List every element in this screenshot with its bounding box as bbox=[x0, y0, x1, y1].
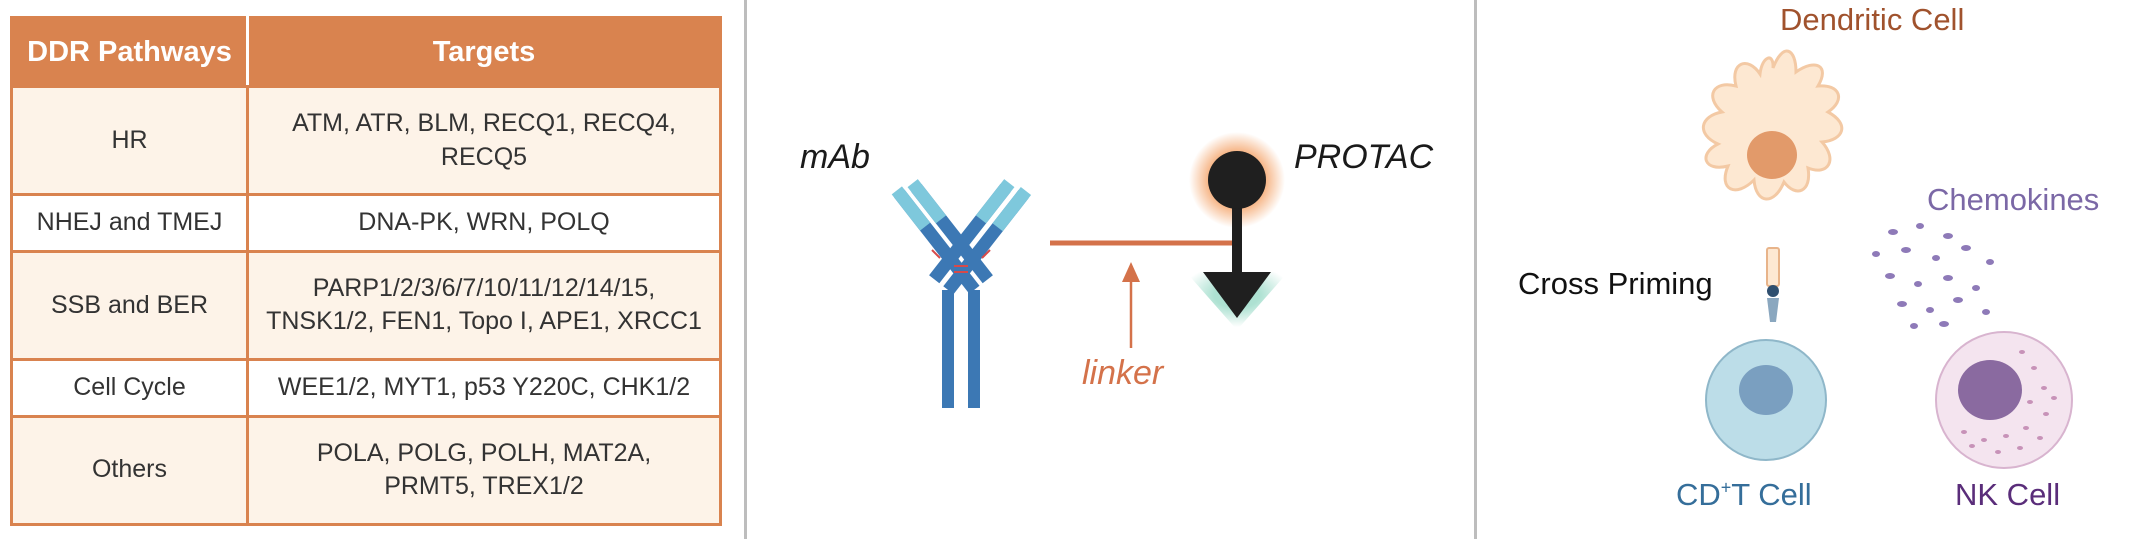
immune-cross-priming-diagram bbox=[1701, 49, 2073, 469]
protac-icon bbox=[1186, 132, 1288, 330]
targets-line: WEE1/2, MYT1, p53 Y220C, CHK1/2 bbox=[277, 373, 691, 402]
targets-line: TNSK1/2, FEN1, Topo I, APE1, XRCC1 bbox=[266, 307, 702, 336]
table-row: HR ATM, ATR, BLM, RECQ1, RECQ4, RECQ5 bbox=[10, 84, 722, 197]
antibody-protac-conjugate bbox=[891, 132, 1288, 408]
table-row: Cell Cycle WEE1/2, MYT1, p53 Y220C, CHK1… bbox=[10, 358, 722, 418]
nk-cell-icon bbox=[1935, 331, 2073, 469]
ddr-targets-table: DDR Pathways Targets HR ATM, ATR, BLM, R… bbox=[10, 16, 722, 527]
t-cell-icon bbox=[1705, 339, 1827, 461]
cross-priming-label: Cross Priming bbox=[1518, 266, 1713, 301]
header-targets: Targets bbox=[246, 16, 722, 88]
t-cell-label-suffix: T Cell bbox=[1731, 477, 1812, 512]
targets-cell: DNA-PK, WRN, POLQ bbox=[246, 193, 722, 253]
antibody-icon bbox=[891, 179, 1032, 408]
targets-cell: WEE1/2, MYT1, p53 Y220C, CHK1/2 bbox=[246, 358, 722, 418]
targets-line: PARP1/2/3/6/7/10/11/12/14/15, bbox=[312, 273, 656, 302]
protac-label: PROTAC bbox=[1294, 138, 1434, 176]
t-cell-label-prefix: CD bbox=[1676, 477, 1721, 512]
nk-cell-label: NK Cell bbox=[1955, 477, 2061, 512]
targets-line: DNA-PK, WRN, POLQ bbox=[358, 208, 610, 237]
panel-divider bbox=[744, 0, 747, 539]
targets-line: PRMT5, TREX1/2 bbox=[384, 472, 584, 501]
dendritic-cell-icon bbox=[1701, 49, 1844, 201]
table-header-row: DDR Pathways Targets bbox=[10, 16, 722, 88]
pathway-cell: NHEJ and TMEJ bbox=[10, 193, 249, 253]
dendritic-cell-label: Dendritic Cell bbox=[1780, 2, 1965, 37]
targets-cell: POLA, POLG, POLH, MAT2A, PRMT5, TREX1/2 bbox=[246, 414, 722, 527]
t-cell-label: CD+T Cell bbox=[1676, 477, 1812, 513]
targets-line: ATM, ATR, BLM, RECQ1, RECQ4, RECQ5 bbox=[292, 108, 676, 171]
mab-label: mAb bbox=[800, 138, 870, 176]
targets-cell: ATM, ATR, BLM, RECQ1, RECQ4, RECQ5 bbox=[246, 84, 722, 197]
pathway-cell: HR bbox=[10, 84, 249, 197]
targets-line: POLA, POLG, POLH, MAT2A, bbox=[316, 438, 652, 467]
table-row: SSB and BER PARP1/2/3/6/7/10/11/12/14/15… bbox=[10, 249, 722, 362]
linker-label: linker bbox=[1082, 354, 1164, 392]
targets-cell: PARP1/2/3/6/7/10/11/12/14/15, TNSK1/2, F… bbox=[246, 249, 722, 362]
chemokines-label: Chemokines bbox=[1927, 182, 2100, 217]
chemokines-icon bbox=[1872, 223, 1994, 329]
table-row: Others POLA, POLG, POLH, MAT2A, PRMT5, T… bbox=[10, 414, 722, 527]
header-ddr-pathways: DDR Pathways bbox=[10, 16, 249, 88]
table-row: NHEJ and TMEJ DNA-PK, WRN, POLQ bbox=[10, 193, 722, 253]
linker-arrow-icon bbox=[1122, 262, 1140, 348]
pathway-cell: Cell Cycle bbox=[10, 358, 249, 418]
pathway-cell: Others bbox=[10, 414, 249, 527]
t-cell-label-sup: + bbox=[1720, 477, 1732, 498]
panel-divider bbox=[1474, 0, 1477, 539]
cross-priming-connector-icon bbox=[1766, 247, 1780, 322]
pathway-cell: SSB and BER bbox=[10, 249, 249, 362]
